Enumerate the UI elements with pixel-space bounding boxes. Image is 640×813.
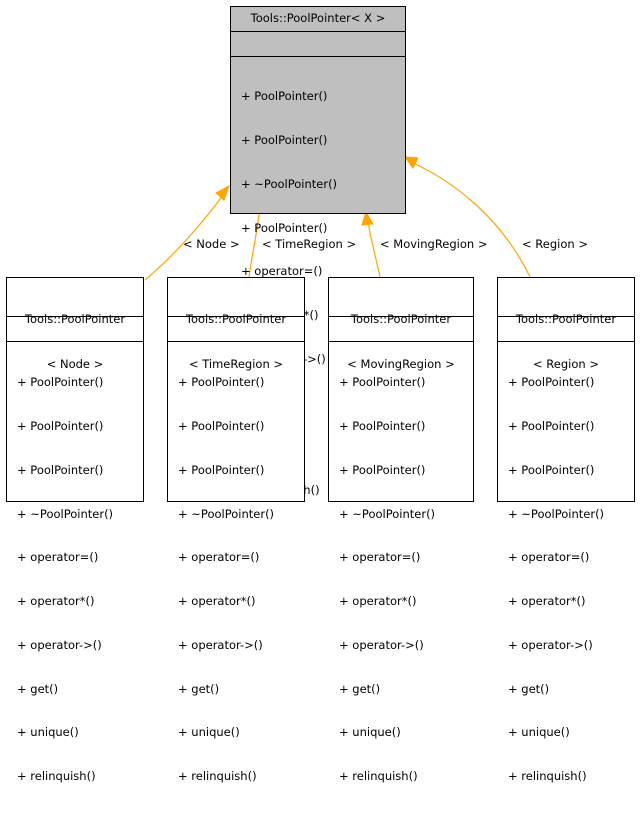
methods-section: + PoolPointer() + PoolPointer() + PoolPo… [168, 342, 304, 813]
class-box-timeregion[interactable]: Tools::PoolPointer < TimeRegion > + Pool… [167, 277, 305, 783]
attributes-section [168, 317, 304, 342]
method: + operator->() [17, 637, 102, 652]
method: + PoolPointer() [17, 462, 104, 477]
method: + operator->() [339, 637, 424, 652]
method: + unique() [178, 725, 240, 740]
method: + PoolPointer() [178, 418, 265, 433]
edge-label-region: < Region > [522, 237, 588, 251]
method: + operator=() [508, 550, 590, 565]
attributes-section [329, 317, 473, 342]
method: + ~PoolPointer() [17, 506, 114, 521]
arrowhead-node [215, 184, 230, 201]
method: + PoolPointer() [241, 132, 328, 147]
method: + PoolPointer() [508, 375, 595, 390]
method: + unique() [508, 725, 570, 740]
method: + operator=() [178, 550, 260, 565]
method: + PoolPointer() [17, 418, 104, 433]
class-box-movingregion[interactable]: Tools::PoolPointer < MovingRegion > + Po… [328, 277, 474, 783]
method: + operator*() [339, 594, 417, 609]
edge-movingregion [367, 221, 381, 278]
arrowhead-region [403, 156, 419, 169]
method: + PoolPointer() [178, 462, 265, 477]
attributes-section [231, 32, 405, 57]
edge-label-movingregion: < MovingRegion > [380, 237, 488, 251]
method: + unique() [339, 725, 401, 740]
method: + get() [178, 681, 220, 696]
method: + unique() [17, 725, 79, 740]
method: + PoolPointer() [339, 418, 426, 433]
method: + operator*() [17, 594, 95, 609]
method: + get() [508, 681, 550, 696]
method: + operator=() [241, 264, 323, 279]
method: + PoolPointer() [17, 375, 104, 390]
class-title: Tools::PoolPointer < Region > [498, 278, 634, 371]
edge-label-timeregion: < TimeRegion > [262, 237, 357, 251]
method: + operator=() [339, 550, 421, 565]
method: + PoolPointer() [339, 375, 426, 390]
method: + operator->() [178, 637, 263, 652]
method: + ~PoolPointer() [178, 506, 275, 521]
class-box-region[interactable]: Tools::PoolPointer < Region > + PoolPoin… [497, 277, 635, 783]
method: + relinquish() [339, 769, 418, 784]
class-title: Tools::PoolPointer < Node > [7, 278, 143, 371]
arrowhead-movingregion [361, 210, 374, 226]
class-title: Tools::PoolPointer < MovingRegion > [329, 278, 473, 371]
attributes-section [498, 317, 634, 342]
method: + PoolPointer() [508, 418, 595, 433]
method: + PoolPointer() [241, 89, 328, 104]
class-title: Tools::PoolPointer < TimeRegion > [168, 278, 304, 371]
method: + PoolPointer() [339, 462, 426, 477]
methods-section: + PoolPointer() + PoolPointer() + PoolPo… [329, 342, 473, 813]
method: + ~PoolPointer() [241, 176, 338, 191]
method: + ~PoolPointer() [339, 506, 436, 521]
method: + PoolPointer() [508, 462, 595, 477]
method: + get() [17, 681, 59, 696]
methods-section: + PoolPointer() + PoolPointer() + PoolPo… [498, 342, 634, 813]
methods-section: + PoolPointer() + PoolPointer() + PoolPo… [7, 342, 143, 813]
method: + operator->() [508, 637, 593, 652]
class-box-base[interactable]: Tools::PoolPointer< X > + PoolPointer() … [230, 6, 406, 497]
edge-label-node: < Node > [183, 237, 240, 251]
method: + relinquish() [17, 769, 96, 784]
method: + relinquish() [178, 769, 257, 784]
method: + operator=() [17, 550, 99, 565]
method: + PoolPointer() [178, 375, 265, 390]
edge-node [144, 194, 224, 281]
method: + relinquish() [508, 769, 587, 784]
inheritance-edges [144, 156, 531, 281]
class-box-node[interactable]: Tools::PoolPointer < Node > + PoolPointe… [6, 277, 144, 783]
method: + PoolPointer() [241, 220, 328, 235]
method: + operator*() [178, 594, 256, 609]
method: + operator*() [508, 594, 586, 609]
class-title: Tools::PoolPointer< X > [231, 7, 405, 32]
attributes-section [7, 317, 143, 342]
method: + get() [339, 681, 381, 696]
edge-region [412, 162, 531, 278]
method: + ~PoolPointer() [508, 506, 605, 521]
